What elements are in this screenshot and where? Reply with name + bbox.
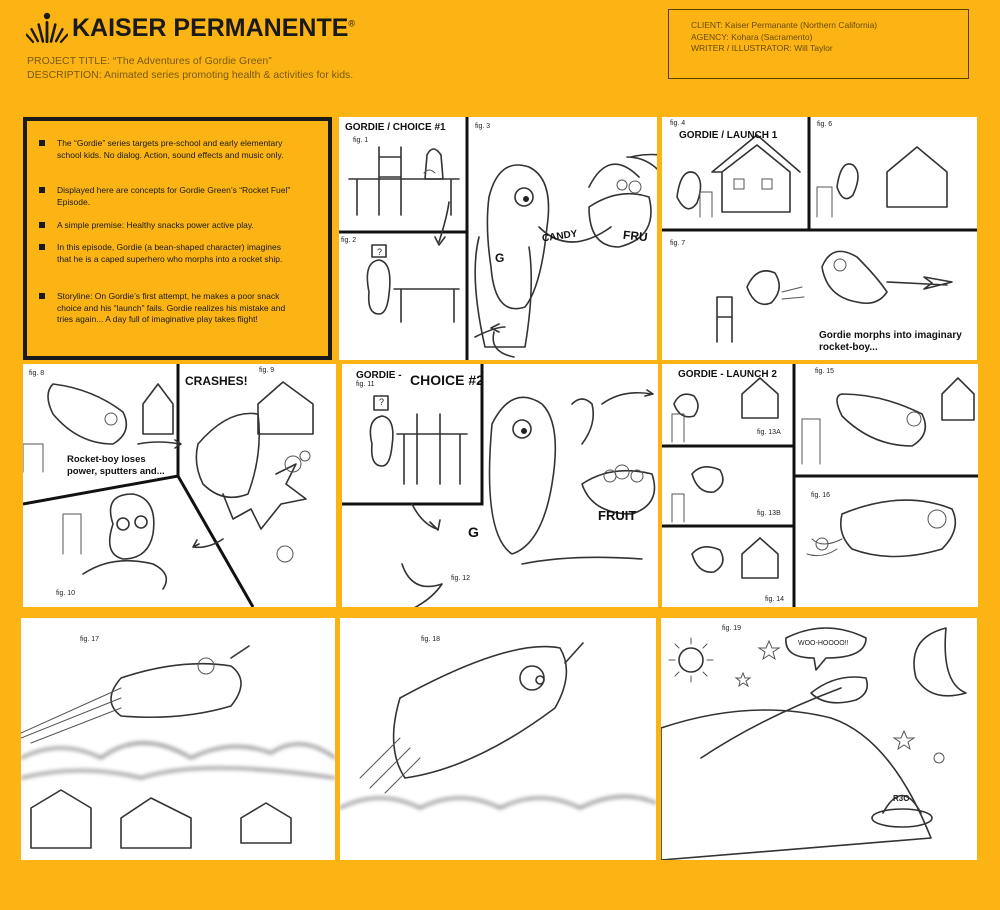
storyboard-fig19: fig. 19 WOO-HOOOO!! R3O [661,618,977,860]
fig-label: fig. 3 [475,123,491,130]
fig-label: fig. 2 [341,237,357,244]
fig-label: fig. 17 [80,636,100,643]
storyboard-fig18: fig. 18 [340,618,656,860]
project-title: PROJECT TITLE: “The Adventures of Gordie… [27,55,272,67]
fig-label: fig. 14 [765,596,785,603]
fig-label: fig. 7 [670,240,686,247]
fig-label: fig. 19 [722,625,742,632]
note-item: In this episode, Gordie (a bean-shaped c… [39,242,297,265]
caption-sputters: Rocket-boy loses power, sputters and... [67,454,165,477]
g-letter: G [468,524,479,540]
ufo-label: R3O [893,794,910,803]
fig-label: fig. 12 [451,575,471,582]
concept-notes: The “Gordie” series targets pre-school a… [23,117,332,360]
fig-label: fig. 16 [811,492,831,499]
sunburst-logo-icon [25,12,69,44]
fig-label: fig. 10 [56,590,76,597]
fig17-sketch [21,645,335,849]
storyboard-crash: fig. 8 fig. 9 CRASHES! Rocket-boy loses … [23,364,336,607]
fig-label: fig. 15 [815,368,835,375]
fruit-label: FRUIT [598,508,637,523]
note-item: The “Gordie” series targets pre-school a… [39,138,297,161]
storyboard-launch-1: fig. 4 GORDIE / LAUNCH 1 fig. 6 fig. 7 G… [662,117,977,360]
choice1-title: GORDIE / CHOICE #1 [345,122,446,133]
storyboard-fig17: fig. 17 [21,618,335,860]
launch2-title: GORDIE - LAUNCH 2 [678,369,777,380]
fig-label: fig. 6 [817,121,833,128]
note-item: A simple premise: Healthy snacks power a… [39,220,297,232]
crashes-label: CRASHES! [185,374,248,388]
choice2-title-a: GORDIE - [356,370,402,381]
launch1-title: GORDIE / LAUNCH 1 [679,130,778,141]
fig-label: fig. 13B [757,510,781,517]
brand-name: KAISER PERMANENTE® [72,14,355,43]
project-description: DESCRIPTION: Animated series promoting h… [27,69,354,81]
brand-name-text: KAISER PERMANENTE [72,14,349,42]
question-mark: ? [377,247,383,257]
fig18-sketch [340,642,656,809]
credits-box: CLIENT: Kaiser Permanante (Northern Cali… [668,9,969,79]
storyboard-choice-1: GORDIE / CHOICE #1 fig. 1 fig. 2 fig. 3 … [339,117,657,360]
fig-label: fig. 13A [757,429,781,436]
storyboard-choice-2: GORDIE - CHOICE #2 fig. 11 ? G FRUIT fig… [342,364,658,607]
registered-mark: ® [348,18,356,29]
launch1-sketch [662,117,977,343]
client-line: CLIENT: Kaiser Permanante (Northern Cali… [691,20,878,30]
fig-label: fig. 1 [353,137,369,144]
choice2-title-b: CHOICE #2 [410,372,484,388]
fig-label: fig. 4 [670,120,686,127]
fig19-sketch [661,627,967,860]
crash-sketch [23,364,314,607]
fig-label: fig. 9 [259,367,275,374]
fig-label: fig. 11 [356,381,375,388]
question-mark: ? [379,397,385,407]
caption-morph: Gordie morphs into imaginary rocket-boy.… [819,330,962,353]
speech-bubble-text: WOO-HOOOO!! [798,640,849,647]
choice2-sketch [342,364,656,607]
storyboard-launch-2: GORDIE - LAUNCH 2 fig. 13A fig. 13B fig.… [662,364,978,607]
g-letter: G [495,251,505,265]
kaiser-logo [25,10,326,48]
note-item: Displayed here are concepts for Gordie G… [39,185,297,208]
agency-line: AGENCY: Kohara (Sacramento) [691,31,813,42]
fig-label: fig. 8 [29,370,45,377]
fig-label: fig. 18 [421,636,441,643]
fruit-label: FRU [622,227,649,245]
writer-line: WRITER / ILLUSTRATOR: Will Taylor [691,43,833,53]
choice1-sketch [339,117,657,360]
launch2-sketch [662,364,978,607]
note-item: Storyline: On Gordie’s first attempt, he… [39,291,297,326]
